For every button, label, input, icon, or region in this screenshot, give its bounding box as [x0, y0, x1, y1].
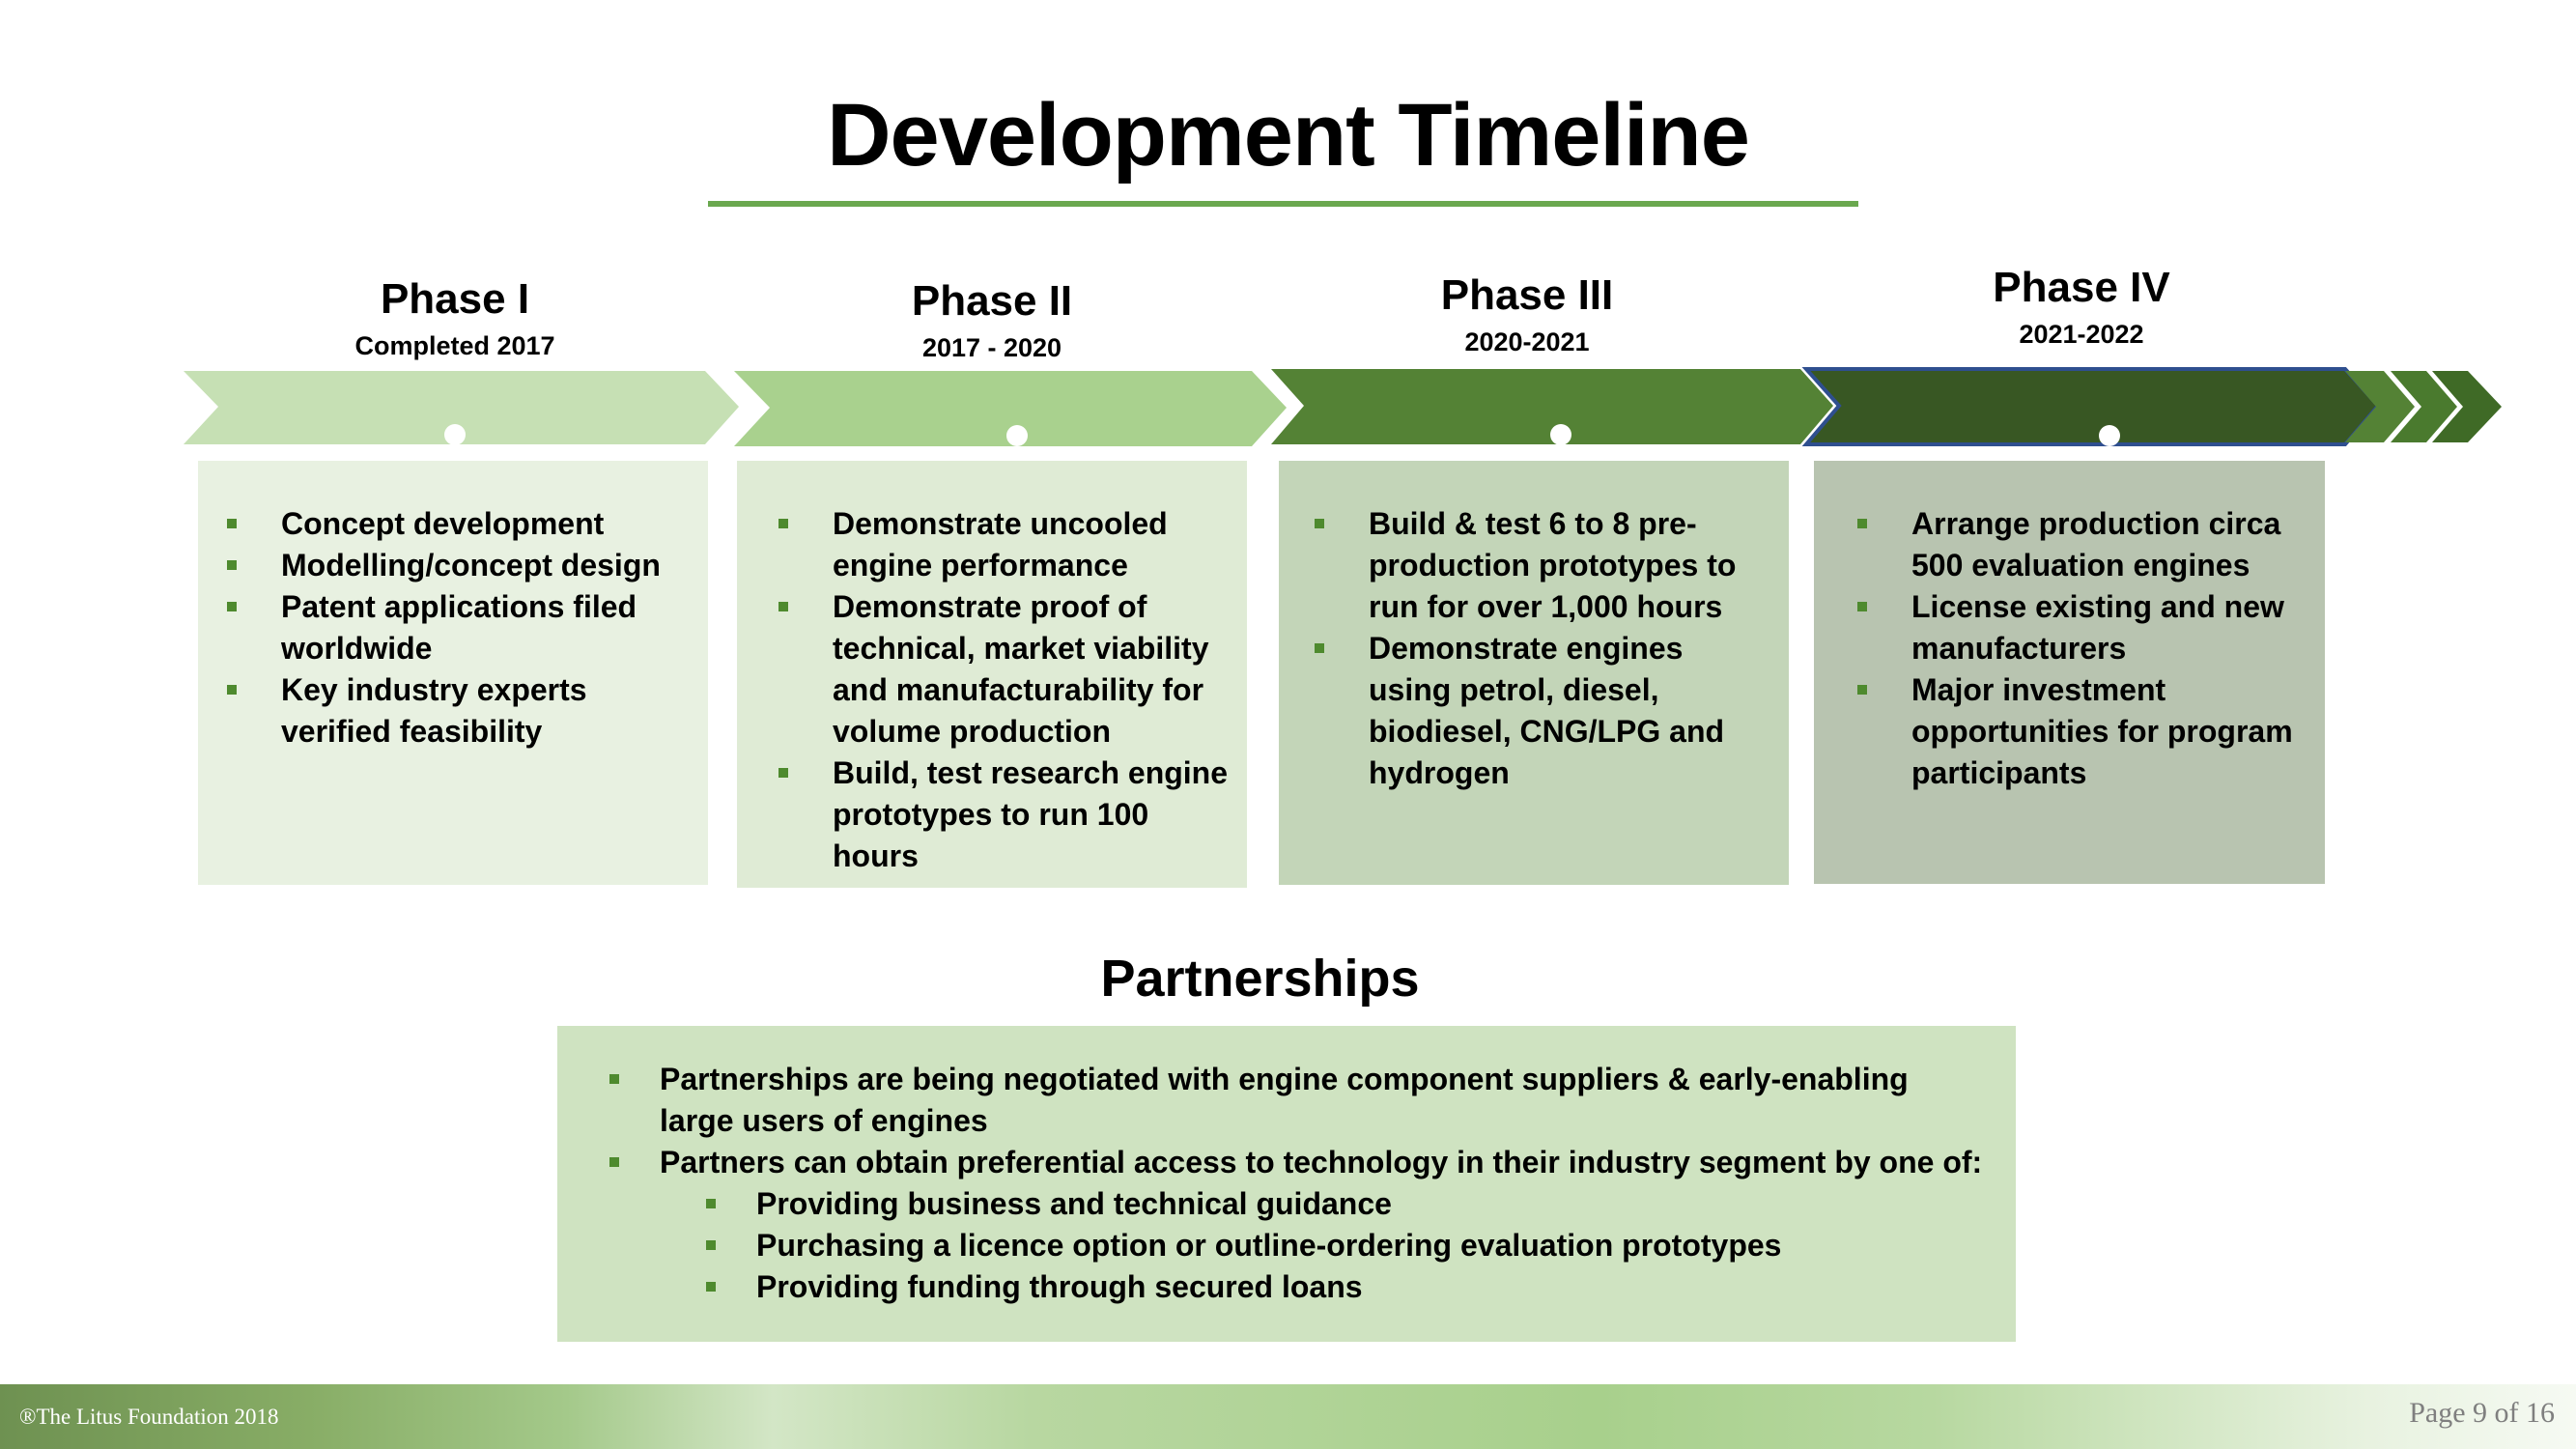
phase-3-box: Build & test 6 to 8 pre-production proto…: [1279, 461, 1789, 885]
phase-1-marker: [444, 424, 466, 445]
list-item: Purchasing a licence option or outline-o…: [696, 1225, 1987, 1266]
phase-3-list: Build & test 6 to 8 pre-production proto…: [1298, 503, 1769, 794]
page-title: Development Timeline: [827, 86, 1750, 185]
bullet-icon: [706, 1282, 716, 1292]
phase-2-heading: Phase II 2017 - 2020: [750, 274, 1233, 367]
phase-3-name: Phase III: [1440, 271, 1614, 319]
bullet-icon: [1857, 685, 1867, 695]
list-item: Concept development: [217, 503, 689, 545]
trailing-chevron-2: [2391, 371, 2457, 442]
bullet-icon: [1315, 643, 1324, 653]
bullet-icon: [1857, 602, 1867, 611]
phase-1-date: Completed 2017: [354, 331, 555, 360]
bullet-icon: [778, 768, 788, 778]
bullet-icon: [227, 602, 237, 611]
phase-3-heading: Phase III 2020-2021: [1286, 269, 1769, 361]
footer-copyright: ®The Litus Foundation 2018: [19, 1405, 279, 1429]
bullet-icon: [609, 1074, 619, 1084]
list-item: Patent applications filed worldwide: [217, 586, 689, 669]
phase-4-date: 2021-2022: [2019, 320, 2144, 349]
bullet-icon: [227, 560, 237, 570]
title-underline: [708, 201, 1858, 207]
bullet-icon: [706, 1199, 716, 1208]
list-item: Build, test research engine prototypes t…: [769, 753, 1228, 877]
list-item: Demonstrate engines using petrol, diesel…: [1305, 628, 1769, 794]
phase-2-date: 2017 - 2020: [921, 333, 1062, 362]
trailing-chevron-3: [2432, 371, 2502, 442]
list-item: Providing business and technical guidanc…: [696, 1183, 1987, 1225]
list-item: Partnerships are being negotiated with e…: [600, 1059, 1987, 1142]
phase-4-name: Phase IV: [1993, 264, 2170, 311]
trailing-chevron-1: [2345, 371, 2415, 442]
phase-2-marker: [1006, 425, 1028, 446]
phase-4-list: Arrange production circa 500 evaluation …: [1833, 503, 2306, 794]
list-item: Partners can obtain preferential access …: [600, 1142, 1987, 1183]
phase-4-heading: Phase IV 2021-2022: [1840, 261, 2323, 354]
list-item: Arrange production circa 500 evaluation …: [1848, 503, 2306, 586]
phase-1-name: Phase I: [380, 275, 530, 323]
partnerships-list: Partnerships are being negotiated with e…: [600, 1059, 1987, 1183]
phase-1-box: Concept development Modelling/concept de…: [198, 461, 708, 885]
bullet-icon: [227, 685, 237, 695]
bullet-icon: [227, 519, 237, 528]
list-item: Demonstrate proof of technical, market v…: [769, 586, 1228, 753]
phase-2-box: Demonstrate uncooled engine performance …: [737, 461, 1247, 888]
list-item: Providing funding through secured loans: [696, 1266, 1987, 1308]
phase-3-date: 2020-2021: [1464, 327, 1590, 356]
list-item: Major investment opportunities for progr…: [1848, 669, 2306, 794]
phase-4-box: Arrange production circa 500 evaluation …: [1814, 461, 2325, 884]
phase-3-arrow: [1271, 369, 1833, 444]
footer-bar: [0, 1384, 2576, 1449]
bullet-icon: [778, 519, 788, 528]
partnerships-sublist: Providing business and technical guidanc…: [600, 1183, 1987, 1308]
phase-1-arrow: [184, 371, 739, 444]
bullet-icon: [778, 602, 788, 611]
bullet-icon: [609, 1157, 619, 1167]
bullet-icon: [1857, 519, 1867, 528]
partnerships-title: Partnerships: [1100, 950, 1420, 1008]
partnerships-box: Partnerships are being negotiated with e…: [557, 1026, 2016, 1342]
page-number: Page 9 of 16: [2409, 1397, 2555, 1429]
list-item: Demonstrate uncooled engine performance: [769, 503, 1228, 586]
phase-4-arrow: [1801, 367, 2381, 446]
phase-1-heading: Phase I Completed 2017: [213, 272, 696, 365]
phase-1-list: Concept development Modelling/concept de…: [217, 503, 689, 753]
list-item: Build & test 6 to 8 pre-production proto…: [1305, 503, 1769, 628]
phase-4-marker: [2099, 425, 2120, 446]
list-item: Modelling/concept design: [217, 545, 689, 586]
phase-2-arrow: [734, 371, 1287, 446]
list-item: License existing and new manufacturers: [1848, 586, 2306, 669]
phase-2-name: Phase II: [911, 277, 1073, 325]
phase-2-list: Demonstrate uncooled engine performance …: [756, 503, 1228, 877]
bullet-icon: [706, 1240, 716, 1250]
list-item: Key industry experts verified feasibilit…: [217, 669, 689, 753]
phase-3-marker: [1550, 424, 1571, 445]
bullet-icon: [1315, 519, 1324, 528]
